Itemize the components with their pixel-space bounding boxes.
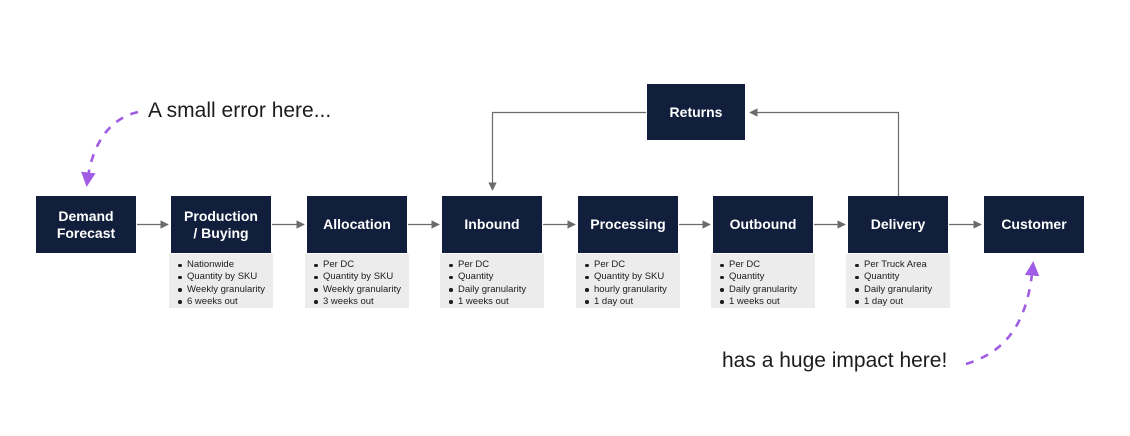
detail-item: Per DC (719, 259, 813, 271)
detail-item: Weekly granularity (177, 284, 271, 296)
stage-box-inbound: Inbound (442, 196, 542, 253)
stage-label: / Buying (193, 224, 249, 241)
stage-box-production-buying: Production/ Buying (171, 196, 271, 253)
detail-item: Weekly granularity (313, 284, 407, 296)
detail-item: 6 weeks out (177, 296, 271, 308)
detail-item: Quantity (719, 271, 813, 283)
detail-item: 3 weeks out (313, 296, 407, 308)
detail-item: 1 weeks out (719, 296, 813, 308)
detail-item: Nationwide (177, 259, 271, 271)
detail-item: Daily granularity (854, 284, 948, 296)
returns-label: Returns (669, 103, 723, 120)
detail-item: Daily granularity (448, 284, 542, 296)
stage-label: Allocation (323, 216, 391, 232)
detail-item: 1 day out (584, 296, 678, 308)
detail-item: Daily granularity (719, 284, 813, 296)
stage-label: Demand (58, 207, 114, 224)
annotation-huge-impact: has a huge impact here! (722, 349, 948, 372)
returns-box: Returns (647, 84, 745, 140)
connector-delivery-to-returns (749, 108, 900, 196)
stage-label: Customer (1001, 216, 1067, 232)
stage-box-processing: Processing (578, 196, 678, 253)
stage-box-allocation: Allocation (307, 196, 407, 253)
annotation-arrow-small-error (81, 110, 139, 187)
annotation-arrow-huge-impact (965, 261, 1040, 366)
stage-label: Delivery (870, 216, 926, 232)
detail-item: 1 weeks out (448, 296, 542, 308)
detail-item: Quantity (854, 271, 948, 283)
detail-item: 1 day out (854, 296, 948, 308)
connector-returns-to-inbound (488, 111, 646, 191)
stage-label: Inbound (464, 216, 520, 232)
detail-item: Quantity by SKU (584, 271, 678, 283)
stage-label: Processing (590, 216, 666, 232)
stage-box-delivery: Delivery (848, 196, 948, 253)
detail-item: Quantity by SKU (313, 271, 407, 283)
stage-box-customer: Customer (984, 196, 1084, 253)
detail-item: Per DC (313, 259, 407, 271)
detail-item: Quantity (448, 271, 542, 283)
detail-item: Per Truck Area (854, 259, 948, 271)
detail-item: Quantity by SKU (177, 271, 271, 283)
stage-label: Forecast (56, 224, 116, 241)
detail-item: Per DC (584, 259, 678, 271)
detail-item: Per DC (448, 259, 542, 271)
detail-item: hourly granularity (584, 284, 678, 296)
stage-label: Production (184, 207, 258, 224)
stage-label: Outbound (729, 216, 797, 232)
stage-box-outbound: Outbound (713, 196, 813, 253)
annotation-small-error: A small error here... (148, 99, 332, 122)
